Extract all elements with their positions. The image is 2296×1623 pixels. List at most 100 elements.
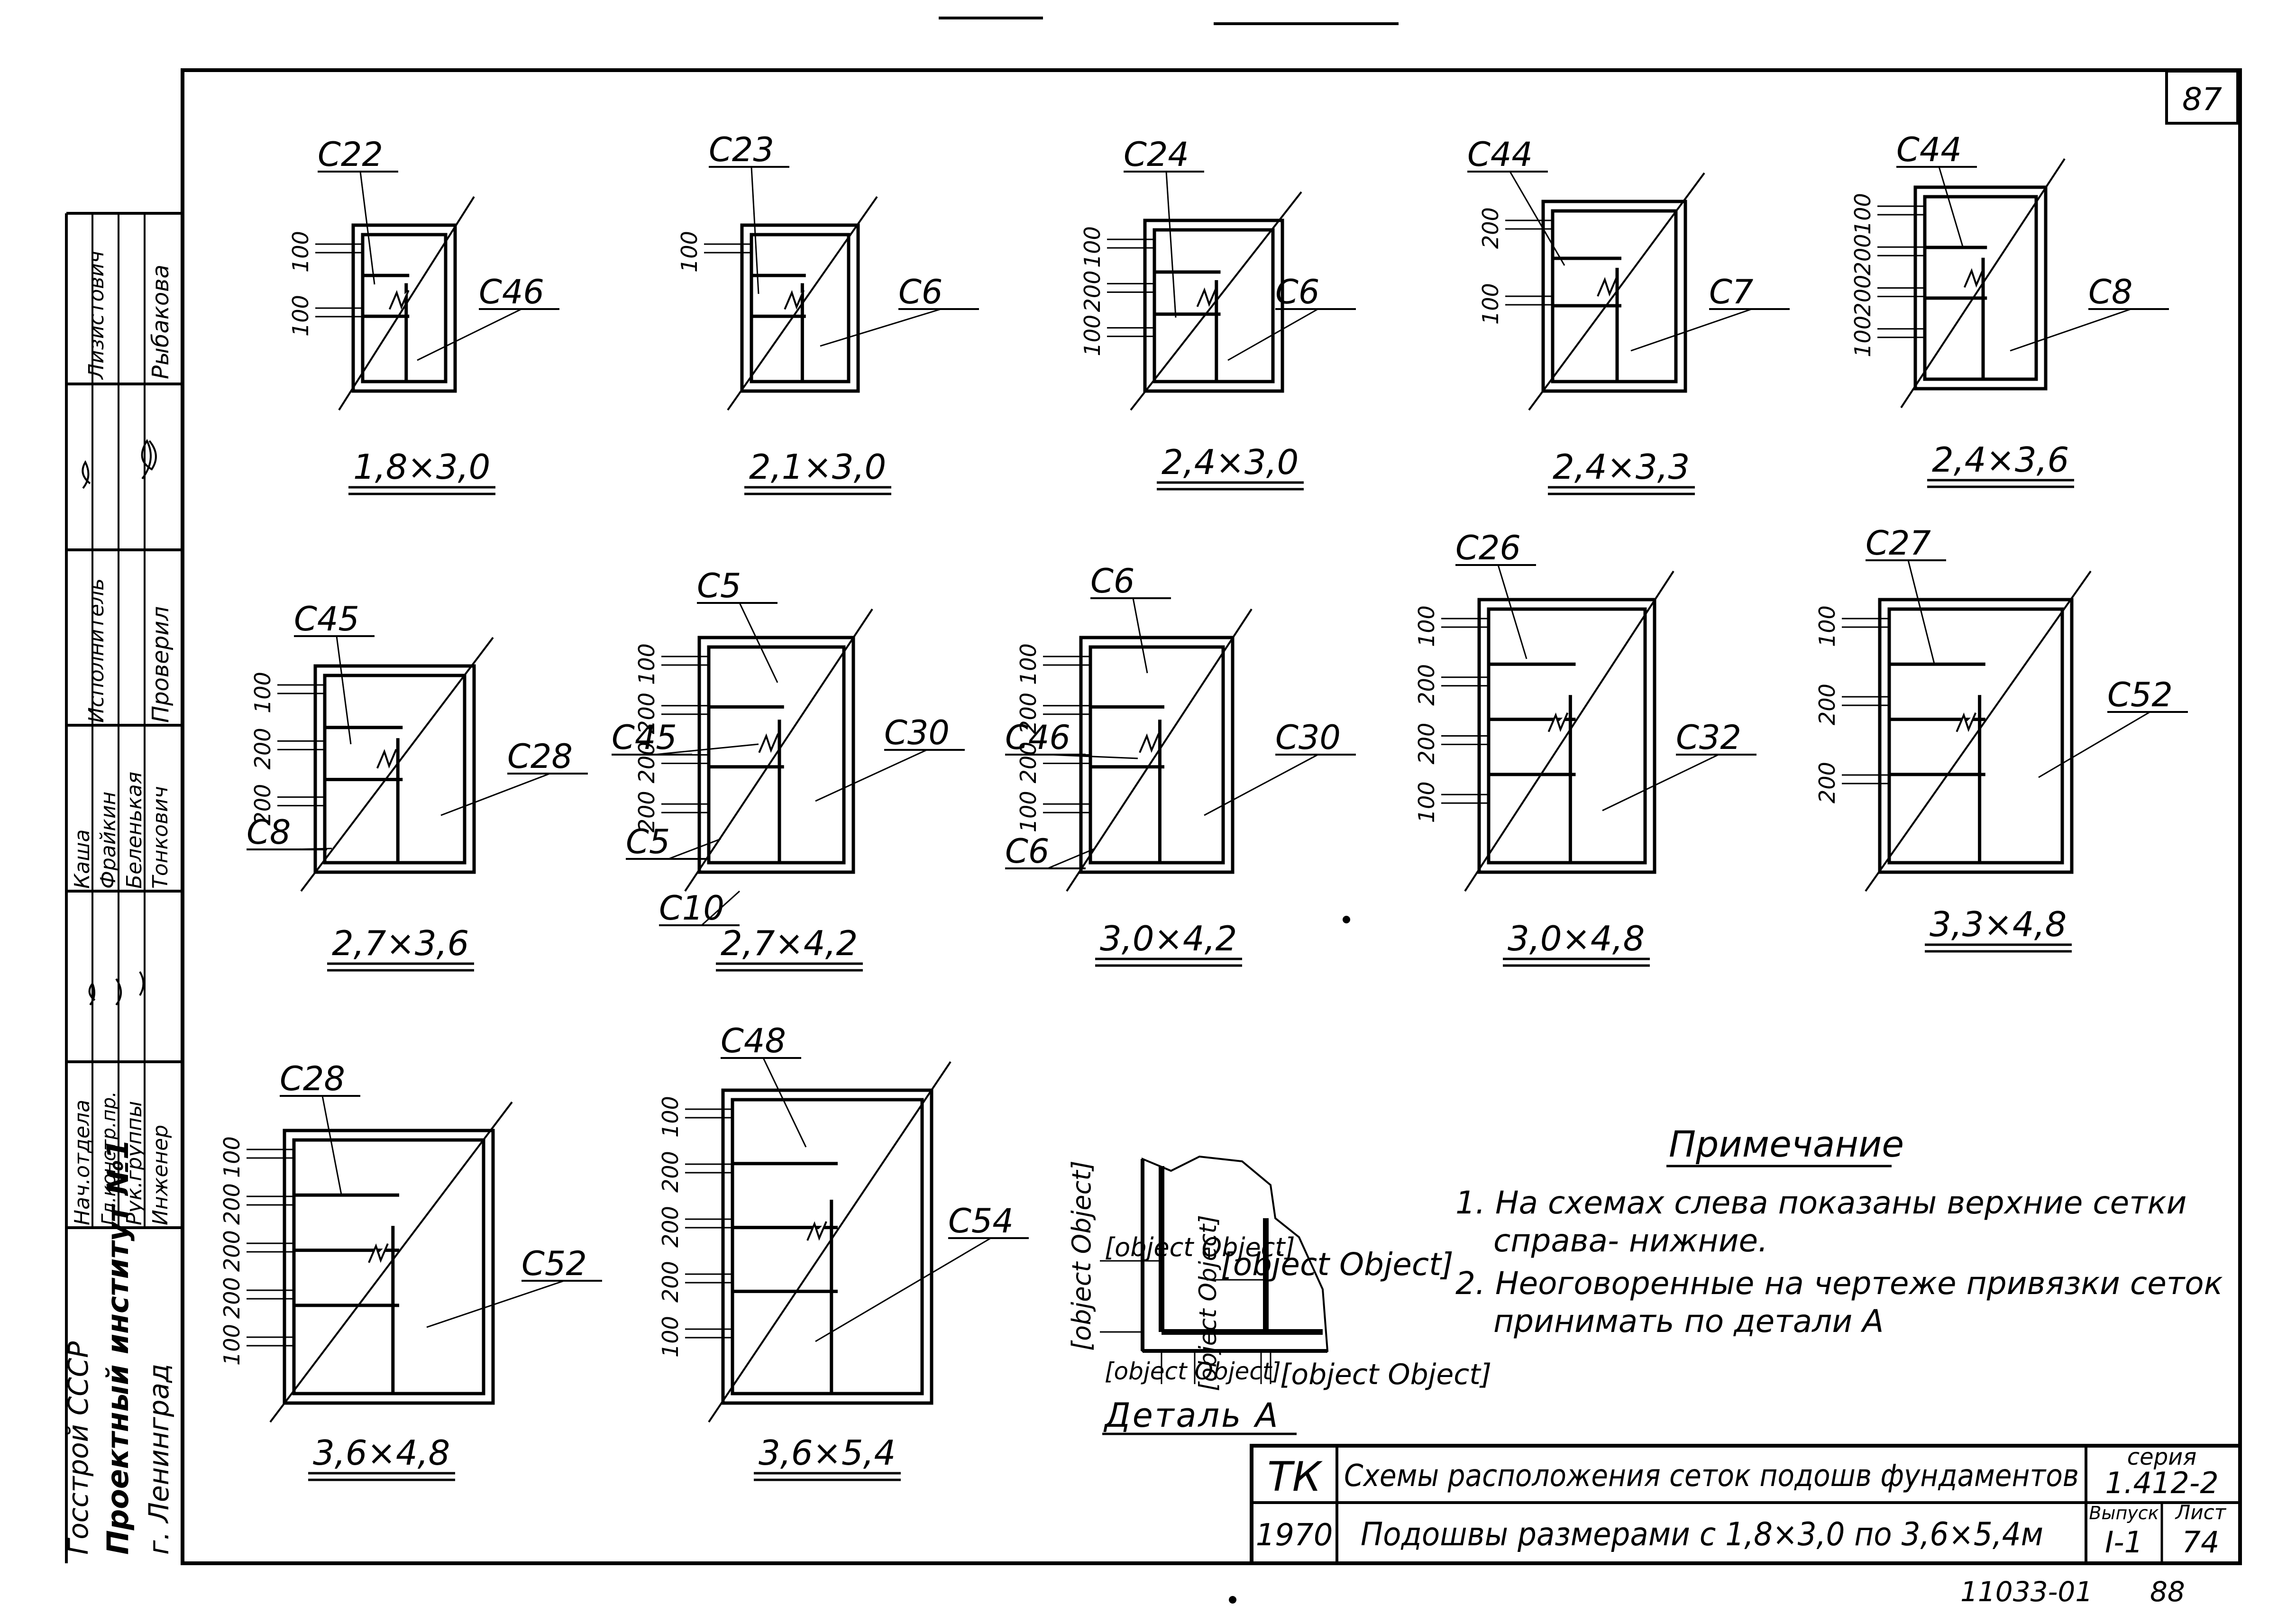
footing-outline [313,664,476,874]
mesh-label: С27 [1866,524,1931,563]
footing-outline [740,223,860,393]
stamp-exec-name: Лизистович [84,251,109,380]
mesh-label: С30 [1275,718,1341,757]
dimension-label: 200 [1478,207,1503,249]
stamp-role-3: Рук.группы [122,1101,146,1226]
mesh-label: С32 [1676,718,1741,757]
leader-line [1204,754,1318,816]
tk-label: ТК [1267,1453,1323,1501]
mesh-label: С8 [247,813,291,852]
leader-line [1047,754,1138,759]
leader-line [1907,560,1935,664]
dimension-label: 200 [1814,684,1840,725]
dimension-label: 100 [1414,605,1439,647]
mesh-outline [731,1098,924,1395]
stamp-check-label: Проверил [147,606,174,723]
dimension-label: 200 [658,1261,683,1303]
sheet-label: Лист [2175,1501,2227,1524]
leader-line [1165,171,1177,318]
dimension-label: 200 [1414,723,1439,765]
section-line [1464,570,1674,892]
leader-line [654,743,759,756]
mesh-label: С6 [898,273,942,311]
section-line [1066,608,1253,892]
leader-line [2010,308,2131,352]
dimension-label: 100 [1478,283,1503,325]
issue-value: I-1 [2105,1525,2143,1559]
issue-label: Выпуск [2089,1503,2159,1523]
dimension-label: 200 [219,1230,245,1272]
dimension-label: 200 [250,728,275,770]
mesh-label: С6 [1005,832,1049,871]
dimension-label: 200 [1015,693,1041,734]
stamp-org-line1: Госстрой СССР [62,1341,94,1555]
stamp-org-line2: Проектный институт №1 [101,1139,135,1555]
leader-line [1047,848,1096,869]
break-mark [1196,287,1217,307]
series-value: 1.412-2 [2105,1466,2218,1500]
leader-line [1602,754,1719,812]
dimension-label: 200 [1414,664,1439,706]
title-line-2: Подошвы размерами с 1,8×3,0 по 3,6×5,4м [1361,1516,2043,1553]
leader-line [815,749,927,802]
dimension-label: 100 [658,1316,683,1358]
mesh-label: С6 [1275,273,1319,311]
leader-line [701,890,741,926]
break-mark [1547,712,1569,732]
dimension-label: 100 [1015,791,1041,832]
leader-line [2038,711,2150,778]
detail-title: Деталь А [1103,1396,1280,1435]
title-line-1: Схемы расположения сеток подошв фундамен… [1344,1459,2079,1494]
leader-line [815,1237,991,1342]
detail-dim-d: [object Object] [1221,1246,1454,1283]
page-number-box [2165,70,2239,125]
stamp-name-2: Фрайкин [96,792,120,889]
leader-line [359,171,375,285]
size-label: 2,7×4,2 [721,923,858,963]
leader-line [440,773,550,816]
section-line [1528,172,1705,411]
mesh-label: С28 [507,737,573,776]
mesh-label: С52 [2107,675,2173,714]
note: Примечание 1. На схемах слева показаны в… [1455,1123,2223,1340]
break-mark [806,1221,827,1241]
footing-outline [1143,219,1284,393]
leader-line [1630,308,1752,352]
detail-dim-50b: [object Object] [1105,1358,1281,1385]
mesh-label: С44 [1896,130,1962,169]
size-label: 2,4×3,0 [1162,442,1299,482]
mesh-label: С10 [659,889,724,928]
leader-line [336,636,352,745]
dimension-label: 200 [219,1183,245,1225]
dimension-label: 200 [634,742,659,784]
mesh-outline [750,233,851,383]
detail-dim-25b: [object Object] [1194,1215,1222,1391]
leader-line [1938,166,1964,247]
leader-line [739,602,778,683]
schemes-layer: 100100С22С461,8×3,0100С23С62,1×3,0100200… [219,130,2188,1481]
leader-line [668,838,721,860]
dimension-label: 100 [219,1324,245,1366]
dimension-label: 100 [1015,643,1041,685]
mesh-label: С5 [626,822,670,861]
mesh-label: С54 [948,1202,1014,1240]
stamp-role-4: Инженер [148,1125,173,1225]
size-label: 1,8×3,0 [353,447,490,487]
dimension-label: 200 [1079,271,1105,312]
size-label: 2,7×3,6 [332,923,469,963]
left-stamp: Госстрой СССР Проектный институт №1 г. Л… [62,212,183,1563]
size-label: 3,0×4,8 [1508,919,1645,958]
leader-line [321,1095,342,1195]
mesh-label: С46 [1005,718,1070,757]
stamp-name-1: Каша [70,830,94,889]
break-mark [368,1243,389,1263]
footer-page: 88 [2150,1576,2185,1608]
stamp-org-line3: г. Ленинград [143,1364,175,1555]
note-line-2: справа- нижние. [1493,1222,1768,1259]
